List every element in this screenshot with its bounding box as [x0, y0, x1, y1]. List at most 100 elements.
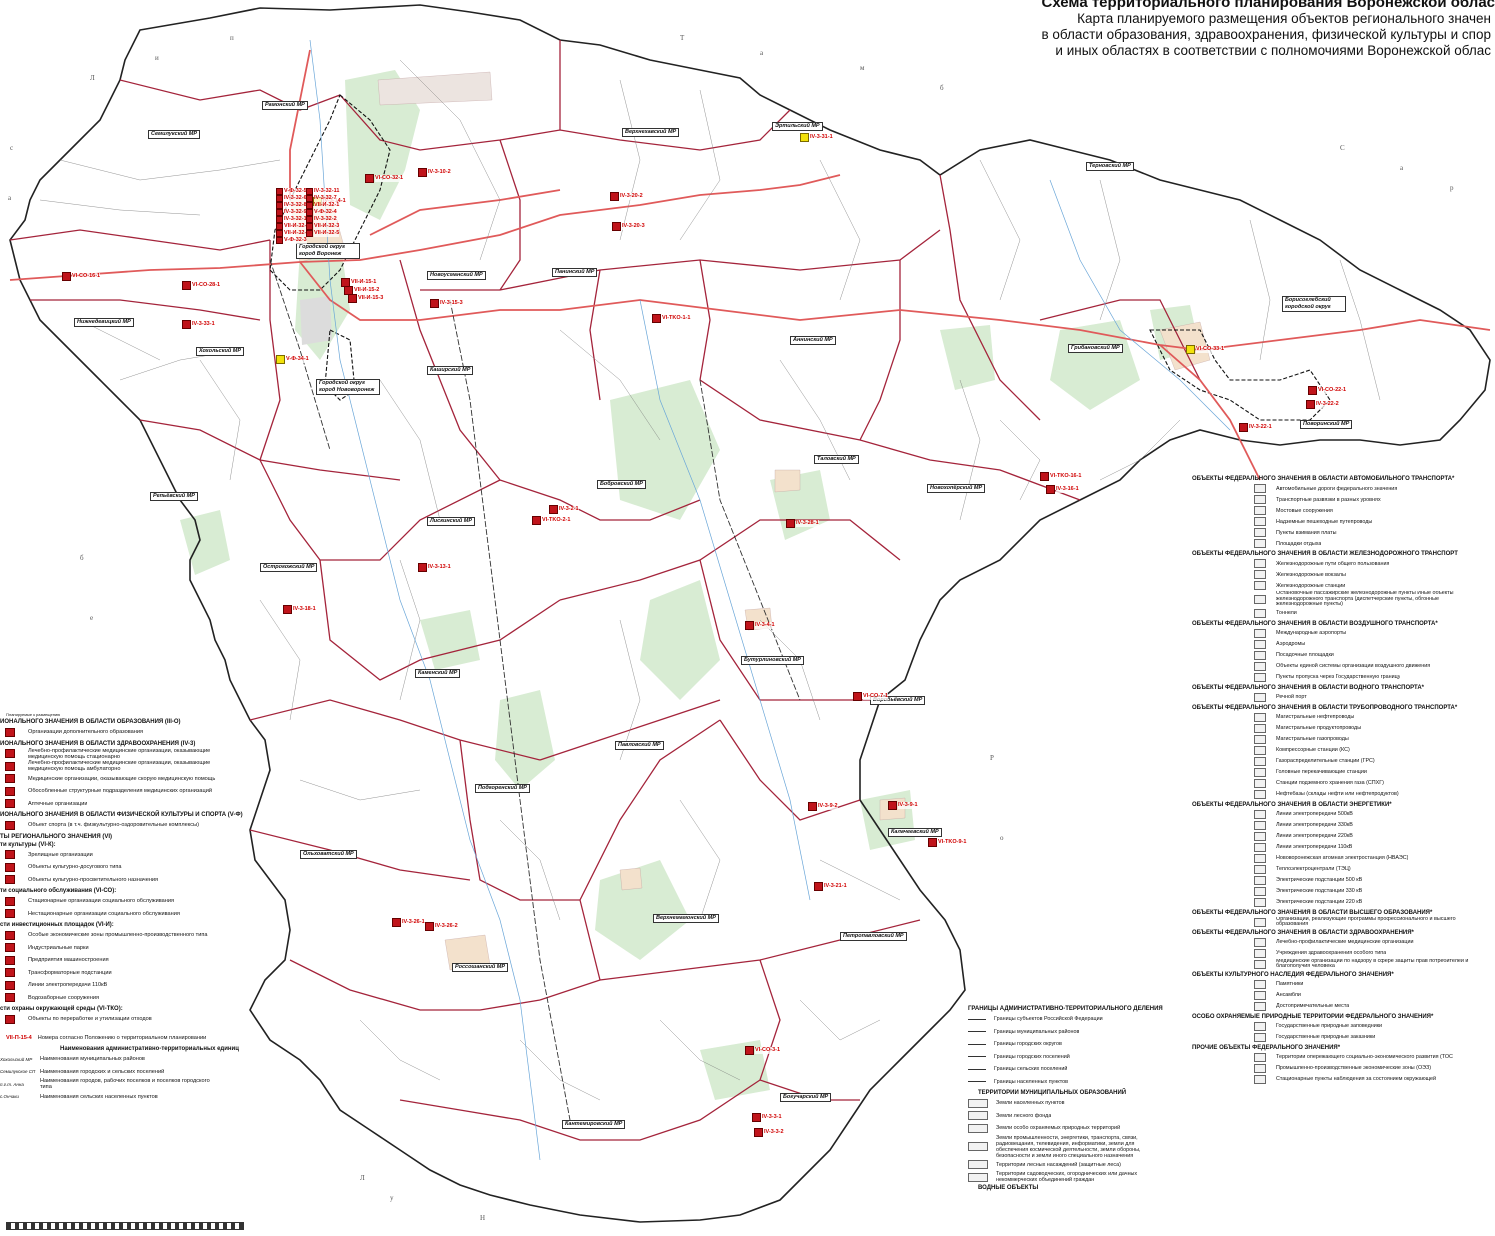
legend-row: Достопримечательные места [1192, 1001, 1495, 1012]
planned-object-marker[interactable]: IV-3-33-1 [182, 320, 215, 329]
object-code: VII-И-32-1 [314, 202, 340, 209]
planned-object-marker[interactable]: IV-3-22-2 [1306, 400, 1339, 409]
health-object-icon [182, 320, 191, 329]
health-object-icon [392, 918, 401, 927]
planned-object-marker[interactable]: IV-3-32-7 [306, 195, 337, 202]
district-label: Эртильский МР [772, 122, 823, 131]
legend-row-label: Электрические подстанции 330 кВ [1276, 888, 1363, 894]
sport-object-icon [800, 133, 809, 142]
planned-object-marker[interactable]: IV-3-28-1 [786, 519, 819, 528]
planned-object-marker[interactable]: IV-3-32-8 [276, 202, 307, 209]
health-object-icon [752, 1113, 761, 1122]
planned-object-marker[interactable]: IV-3-32-6 [276, 195, 307, 202]
planned-object-marker[interactable]: IV-3-32-9 [276, 209, 307, 216]
legend-row: Линии электропередачи 500кВ [1192, 809, 1495, 820]
object-code: VI-CO-28-1 [192, 282, 221, 289]
legend-row: Нововоронежская атомная электростанция (… [1192, 853, 1495, 864]
planned-object-marker[interactable]: VII-И-32-5 [306, 230, 340, 237]
planned-object-marker[interactable]: IV-3-26-1 [392, 918, 425, 927]
planned-object-marker[interactable]: VI-TKO-9-1 [928, 838, 967, 847]
planned-object-marker[interactable]: IV-3-4-1 [745, 621, 775, 630]
planned-object-marker[interactable]: IV-3-20-2 [610, 192, 643, 201]
planned-object-marker[interactable]: IV-3-18-1 [283, 605, 316, 614]
planned-object-marker[interactable]: VII-И-32-3 [306, 223, 340, 230]
neighbour-lettering: Л и п Т а м б С а р с а б е Л у Н Р о [8, 34, 1454, 1222]
planned-object-marker[interactable]: IV-3-22-1 [1239, 423, 1272, 432]
neighbour-lettering-tambov: б [940, 84, 944, 92]
legend-section-heading: ОБЪЕКТЫ ФЕДЕРАЛЬНОГО ЗНАЧЕНИЯ В ОБЛАСТИ … [1192, 704, 1458, 711]
legend-row-label: Границы субъектов Российской Федерации [994, 1016, 1103, 1023]
planned-object-marker[interactable]: VI-TKO-16-1 [1040, 472, 1082, 481]
planned-object-marker[interactable]: IV-3-2-1 [549, 505, 579, 514]
legend-swatch [1254, 1063, 1266, 1073]
planned-object-marker[interactable]: VI-TKO-1-1 [652, 314, 691, 323]
planned-object-marker[interactable]: VI-TKO-2-1 [532, 516, 571, 525]
planned-object-marker[interactable]: IV-3-16-1 [1046, 485, 1079, 494]
legend-row-label: Водозаборные сооружения [28, 994, 99, 1001]
planned-object-marker[interactable]: IV-3-20-3 [612, 222, 645, 231]
planned-object-marker[interactable]: IV-3-21-1 [814, 882, 847, 891]
planned-object-marker[interactable]: IV-3-9-1 [888, 801, 918, 810]
legend-row-label: Линии электропередачи 500кВ [1276, 811, 1353, 817]
legend-row: Нефтебазы (склады нефти или нефтепродукт… [1192, 789, 1495, 800]
planned-object-marker[interactable]: VII-И-32-1 [306, 202, 340, 209]
planned-object-marker[interactable]: VI-CO-22-1 [1308, 386, 1347, 395]
health-object-icon [652, 314, 661, 323]
neighbour-lettering-lugansk: Н [480, 1214, 485, 1222]
planned-object-marker[interactable]: VII-И-32-4 [276, 230, 310, 237]
legend-row: Посадочные площадки [1192, 650, 1495, 661]
health-object-icon [276, 195, 283, 202]
planned-object-marker[interactable]: IV-3-32-11 [306, 188, 340, 195]
planned-object-marker[interactable]: V-Ф-32-5 [276, 188, 307, 195]
planned-object-marker[interactable]: IV-3-3-1 [752, 1113, 782, 1122]
object-code: IV-3-32-9 [284, 209, 307, 216]
legend-row-label: Нефтебазы (склады нефти или нефтепродукт… [1276, 791, 1399, 797]
legend-row-label: Международные аэропорты [1276, 630, 1347, 636]
planned-object-marker[interactable]: IV-3-10-2 [418, 168, 451, 177]
legend-swatch [1254, 1032, 1266, 1042]
legend-row-label: Объект спорта (в т.ч. физкультурно-оздор… [28, 822, 199, 829]
legend-swatch [5, 727, 15, 737]
planned-object-marker[interactable]: IV-3-31-1 [800, 133, 833, 142]
planned-object-marker[interactable]: VI-CO-32-1 [365, 174, 404, 183]
district-label: Аннинский МР [790, 336, 836, 345]
planned-object-marker[interactable]: IV-3-32-2 [306, 216, 337, 223]
legend-swatch [968, 1123, 988, 1133]
planned-object-marker[interactable]: VI-CO-7-1 [853, 692, 889, 701]
district-label: Петропавловский МР [840, 932, 907, 941]
legend-row-label: Площадки отдыха [1276, 540, 1322, 547]
district-label: Хохольский МР [196, 347, 244, 356]
planned-object-marker[interactable]: IV-3-3-2 [754, 1128, 784, 1137]
legend-row-label: Медицинские организации по надзору в сфе… [1276, 958, 1469, 969]
legend-row: Компрессорные станции (КС) [1192, 745, 1495, 756]
planned-object-marker[interactable]: IV-3-15-3 [430, 299, 463, 308]
planned-object-marker[interactable]: VI-CO-28-1 [182, 281, 221, 290]
planned-object-marker[interactable]: IV-3-13-1 [418, 563, 451, 572]
legend-row: Земли промышленности, энергетики, трансп… [968, 1135, 1188, 1159]
legend-swatch [1254, 539, 1266, 548]
health-object-icon [1308, 386, 1317, 395]
planned-object-marker[interactable]: VI-CO-33-1 [1186, 345, 1225, 354]
legend-row-label: Наименования городов, рабочих поселков и… [40, 1078, 210, 1091]
planned-object-marker[interactable]: IV-3-26-2 [425, 922, 458, 931]
legend-swatch [1254, 528, 1266, 537]
object-code: VII-И-15-2 [354, 287, 380, 294]
planned-object-marker[interactable]: V-Ф-32-3 [276, 237, 307, 244]
planned-object-marker[interactable]: VI-CO-16-1 [62, 272, 101, 281]
number-example-text: Номера согласно Положению о территориаль… [37, 1034, 207, 1041]
planned-object-marker[interactable]: IV-3-32-12 [276, 216, 310, 223]
planned-object-marker[interactable]: VII-И-15-3 [348, 294, 384, 303]
legend-row-label: Территории опережающего социально-эконом… [1276, 1054, 1453, 1060]
planned-object-marker[interactable]: V-Ф-32-4 [306, 209, 337, 216]
legend-swatch [1254, 897, 1266, 907]
legend-row: Границы сельских поселений [968, 1063, 1188, 1076]
object-code: IV-3-31-1 [810, 134, 833, 141]
legend-section-heading: ти культуры (VI-К): [0, 841, 56, 848]
planned-object-marker[interactable]: VII-И-32-2 [276, 223, 310, 230]
legend-swatch [968, 1081, 986, 1083]
planned-object-marker[interactable]: V-Ф-34-1 [276, 355, 309, 364]
planned-object-marker[interactable]: IV-3-9-2 [808, 802, 838, 811]
district-borders [9, 40, 1201, 1141]
planned-object-marker[interactable]: VI-CO-3-1 [745, 1046, 781, 1055]
object-code: IV-3-15-3 [440, 300, 463, 307]
